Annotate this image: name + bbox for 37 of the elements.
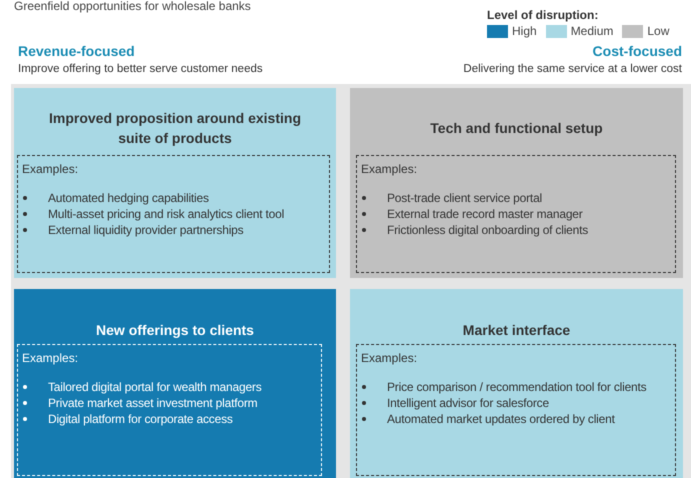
examples-label: Examples: [361, 162, 418, 176]
examples-label: Examples: [361, 351, 418, 365]
bullet-item: Automated market updates ordered by client [387, 411, 615, 427]
quadrant-panel [350, 289, 683, 478]
quadrant-panel [350, 88, 683, 278]
legend-title: Level of disruption: [487, 8, 598, 22]
bullet-item: Private market asset investment platform [48, 395, 258, 411]
bullet-item: Post-trade client service portal [387, 190, 542, 206]
examples-box [356, 344, 676, 476]
legend-label: Medium [570, 24, 614, 38]
bullet-item: Tailored digital portal for wealth managers [48, 379, 262, 395]
column-heading: Cost-focused [592, 43, 682, 59]
bullet-item: External liquidity provider partnerships [48, 222, 244, 238]
bullet-item: Price comparison / recommendation tool for clients [387, 379, 646, 395]
diagram-title: Greenfield opportunities for wholesale banks [14, 0, 251, 13]
column-subtitle: Delivering the same service at a lower cost [463, 63, 682, 75]
quadrant-heading: Improved proposition around existing suite of products [48, 109, 302, 148]
examples-label: Examples: [22, 351, 80, 365]
quadrant-heading: New offerings to clients [95, 321, 255, 340]
legend-label: Low [647, 24, 670, 38]
bullet-item: Automated hedging capabilities [48, 190, 209, 206]
bullet-item: External trade record master manager [387, 206, 583, 222]
bullet-item: Digital platform for corporate access [48, 411, 233, 427]
examples-box [356, 155, 676, 273]
examples-box [17, 344, 322, 476]
examples-box [17, 155, 330, 273]
bullet-item: Multi-asset pricing and risk analytics client tool [48, 206, 284, 222]
column-subtitle: Improve offering to better serve customer needs [18, 63, 263, 75]
column-heading: Revenue-focused [18, 43, 136, 59]
quadrant-panel [14, 88, 336, 278]
examples-label: Examples: [22, 162, 80, 176]
quadrant-panel [14, 289, 336, 478]
legend-label: High [512, 24, 537, 38]
quadrant-heading: Market interface [462, 321, 572, 340]
quadrant-heading: Tech and functional setup [429, 119, 604, 138]
bullet-item: Frictionless digital onboarding of clients [387, 222, 588, 238]
bullet-item: Intelligent advisor for salesforce [387, 395, 549, 411]
